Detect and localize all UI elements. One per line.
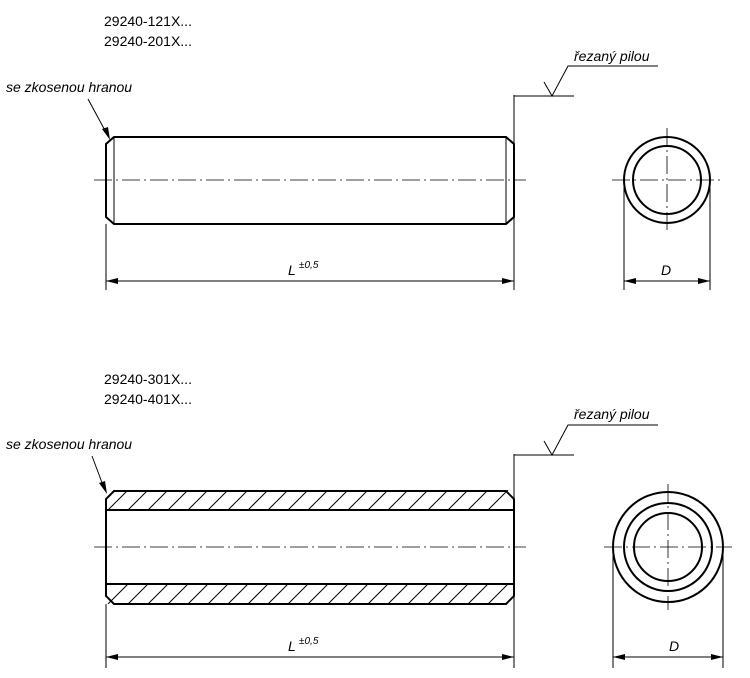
upper-length-label: L: [288, 262, 296, 278]
lower-diameter-label: D: [669, 638, 679, 654]
upper-cut-label: řezaný pilou: [574, 48, 650, 64]
lower-chamfer-arrowhead: [99, 481, 107, 494]
upper-length-tolerance: ±0,5: [299, 260, 319, 271]
upper-diameter-label: D: [661, 262, 671, 278]
upper-pin-outline: [105, 136, 515, 225]
lower-length-label: L: [288, 638, 296, 654]
lower-tube-outline: [105, 490, 515, 605]
lower-code-2: 29240-401X...: [104, 391, 192, 407]
upper-length-arrow-left: [106, 278, 118, 284]
upper-code-1: 29240-121X...: [104, 13, 192, 29]
lower-hatch-bottom: [107, 584, 509, 604]
lower-cut-label: řezaný pilou: [574, 406, 650, 422]
upper-finish-symbol: [543, 65, 658, 98]
upper-dia-arrow-right: [698, 278, 710, 284]
lower-hatch-top: [107, 490, 509, 510]
lower-drawing: 29240-301X... 29240-401X... se zkosenou …: [6, 371, 732, 668]
upper-length-arrow-right: [502, 278, 514, 284]
upper-dia-arrow-left: [624, 278, 636, 284]
lower-finish-symbol: [543, 424, 658, 457]
lower-dia-arrow-left: [613, 654, 625, 660]
lower-length-arrow-left: [106, 654, 118, 660]
lower-length-arrow-right: [502, 654, 514, 660]
upper-drawing: 29240-121X... 29240-201X... se zkosenou …: [6, 13, 722, 290]
lower-length-tolerance: ±0,5: [299, 636, 319, 647]
lower-dia-arrow-right: [711, 654, 723, 660]
upper-chamfer-arrowhead: [102, 127, 110, 140]
lower-code-1: 29240-301X...: [104, 371, 192, 387]
upper-chamfer-label: se zkosenou hranou: [6, 79, 132, 95]
upper-code-2: 29240-201X...: [104, 33, 192, 49]
lower-chamfer-label: se zkosenou hranou: [6, 436, 132, 452]
